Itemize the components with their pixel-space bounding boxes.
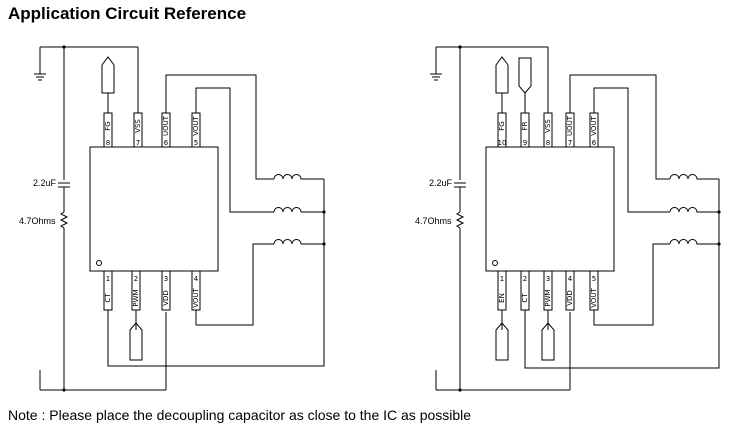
right-fr-connector — [518, 57, 532, 94]
decoupling-note: Note : Please place the decoupling capac… — [8, 407, 472, 423]
left-coil-3 — [273, 239, 324, 245]
right-en-connector — [495, 322, 509, 361]
left-cap-label: 2.2uF — [33, 178, 57, 188]
right-top-pin-number: 9 — [523, 139, 527, 147]
left-bottom-pin-number: 3 — [164, 275, 168, 283]
right-pin-box-vdd — [565, 270, 575, 311]
right-bottom-pin-name: VDD — [566, 290, 574, 306]
left-circuit: 2.2uF 4.7Ohms FG VSS UOUT VOUT 8 7 6 5 1… — [19, 45, 326, 392]
left-top-pin-name: FG — [104, 121, 112, 130]
right-bottom-pin-number: 2 — [523, 275, 527, 283]
left-bottom-pin-number: 1 — [106, 275, 110, 283]
right-coil-1 — [669, 174, 719, 180]
right-pwm-connector — [541, 322, 555, 361]
left-res-label: 4.7Ohms — [19, 216, 56, 226]
right-top-pin-name: FR — [521, 121, 529, 130]
left-top-pin-number: 5 — [194, 139, 198, 147]
right-pin-box-vss — [543, 112, 553, 148]
left-bottom-pin-number: 2 — [134, 275, 138, 283]
right-top-pin-name: VOUT — [590, 115, 598, 135]
left-pin-box-vdd — [161, 270, 171, 311]
left-ic-body — [89, 146, 219, 272]
right-res-label: 4.7Ohms — [415, 216, 452, 226]
right-top-pin-name: UOUT — [566, 115, 574, 136]
left-top-pin-name: VSS — [134, 119, 142, 133]
left-pin-box-vss — [133, 112, 143, 148]
left-pin1-marker — [96, 260, 102, 266]
left-top-pin-number: 6 — [164, 139, 169, 147]
right-top-pin-number: 6 — [592, 139, 597, 147]
right-coil-2 — [669, 207, 719, 213]
right-bottom-pin-number: 3 — [546, 275, 550, 283]
right-cap-label: 2.2uF — [429, 178, 453, 188]
left-ground-symbol — [34, 47, 46, 81]
left-coil-2 — [273, 207, 324, 213]
right-circuit: 2.2uF 4.7Ohms FG FR VSS UOUT VOUT 10 9 8… — [415, 45, 721, 392]
left-bottom-pin-name: CT — [104, 293, 112, 303]
right-top-pin-name: FG — [498, 121, 506, 130]
right-top-pin-number: 7 — [568, 139, 572, 147]
left-bottom-pin-number: 4 — [194, 275, 199, 283]
right-ground-symbol — [430, 47, 442, 81]
right-bottom-pin-name: CT — [521, 293, 529, 303]
left-top-pin-number: 8 — [106, 139, 110, 147]
right-bottom-pin-number: 5 — [592, 275, 596, 283]
right-bottom-pin-name: VOUT — [590, 287, 598, 307]
right-resistor — [455, 211, 465, 229]
right-top-pin-number: 10 — [498, 139, 507, 147]
left-top-pin-number: 7 — [136, 139, 140, 147]
left-pwm-connector — [129, 322, 143, 361]
right-coil-3 — [669, 239, 719, 245]
right-bottom-pin-name: EN — [498, 293, 506, 303]
left-top-pin-name: VOUT — [192, 115, 200, 135]
left-bottom-pin-name: VOUT — [192, 287, 200, 307]
right-bottom-pin-number: 1 — [500, 275, 504, 283]
left-bottom-pin-name: PWM — [132, 289, 140, 306]
left-bottom-pin-name: VDD — [162, 290, 170, 306]
left-fg-connector — [101, 56, 115, 94]
right-bottom-pin-number: 4 — [568, 275, 573, 283]
left-coil-1 — [273, 174, 324, 180]
right-ic-body — [485, 146, 615, 272]
right-top-pin-number: 8 — [546, 139, 550, 147]
right-bottom-pin-name: PWM — [544, 289, 552, 306]
right-top-pin-name: VSS — [544, 119, 552, 133]
left-top-pin-name: UOUT — [162, 115, 170, 136]
right-fg-connector — [495, 56, 509, 94]
page-title: Application Circuit Reference — [8, 4, 247, 23]
right-pin1-marker — [492, 260, 498, 266]
left-resistor — [59, 211, 69, 229]
